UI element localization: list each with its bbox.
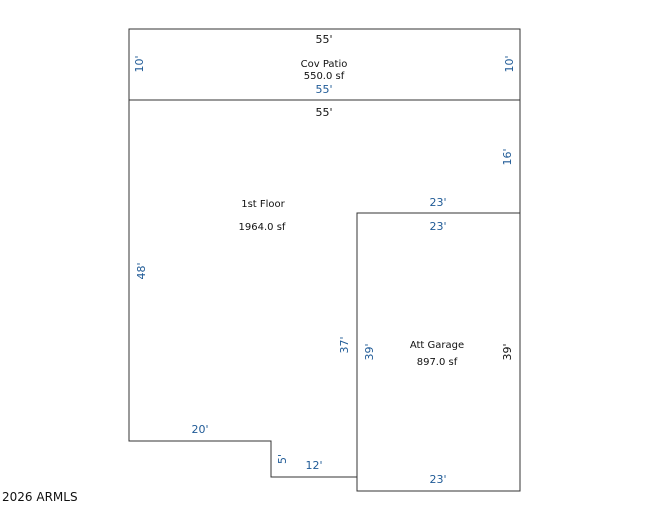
first-floor-dim-bottom-left: 20' — [191, 423, 208, 436]
garage-name: Att Garage — [410, 340, 464, 351]
garage-dim-left: 39' — [363, 343, 376, 360]
first-floor-dim-step-top: 23' — [429, 196, 446, 209]
patio-area: 550.0 sf — [304, 71, 345, 82]
first-floor-dim-left: 48' — [135, 262, 148, 279]
att-garage-outline — [356, 212, 521, 492]
garage-dim-right: 39' — [501, 343, 514, 360]
first-floor-area: 1964.0 sf — [239, 222, 286, 233]
first-floor-dim-top: 55' — [315, 106, 332, 119]
garage-area: 897.0 sf — [417, 357, 458, 368]
first-floor-dim-right: 16' — [501, 148, 514, 165]
first-floor-dim-notch-bottom: 12' — [305, 459, 322, 472]
patio-dim-right: 10' — [503, 55, 516, 72]
patio-dim-top: 55' — [315, 33, 332, 46]
patio-dim-left: 10' — [133, 55, 146, 72]
garage-dim-bottom: 23' — [429, 473, 446, 486]
first-floor-outline — [128, 99, 521, 478]
first-floor-dim-notch-side: 5' — [276, 454, 289, 464]
copyright-text: 2026 ARMLS — [2, 490, 78, 504]
patio-name: Cov Patio — [301, 59, 348, 70]
patio-dim-bottom: 55' — [315, 83, 332, 96]
garage-dim-top: 23' — [429, 220, 446, 233]
first-floor-dim-step-side: 37' — [338, 336, 351, 353]
first-floor-name: 1st Floor — [241, 199, 285, 210]
